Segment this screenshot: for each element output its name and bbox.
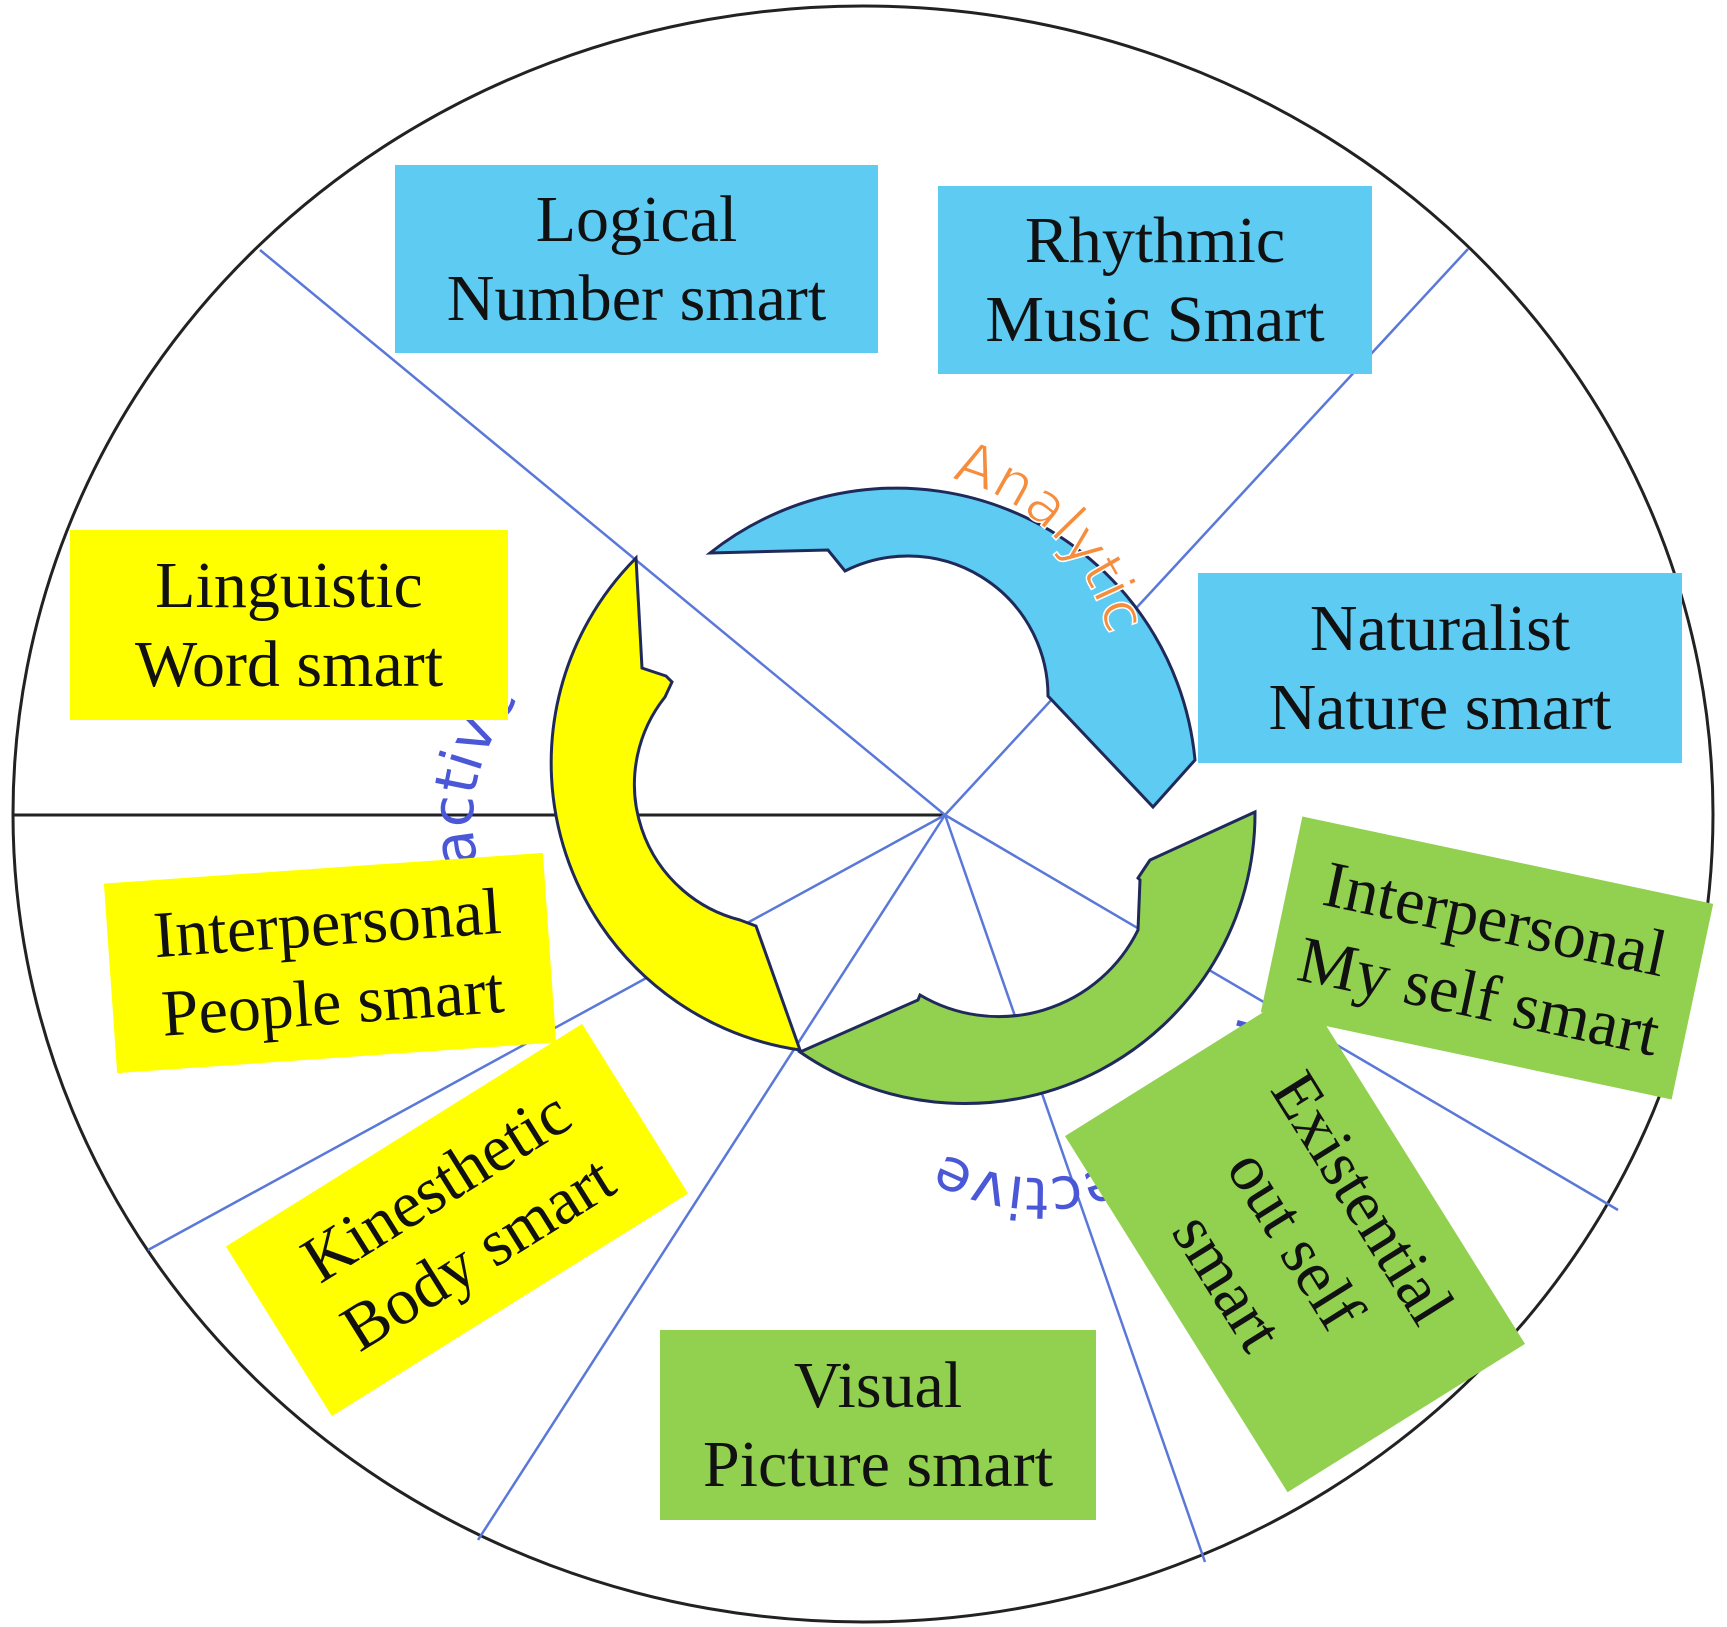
naturalist-line2: Nature smart: [1268, 671, 1612, 744]
linguistic-line2: Word smart: [134, 628, 444, 701]
visual-picture-smart-box: Visual Picture smart: [660, 1330, 1096, 1520]
spokes: [14, 248, 1619, 1563]
linguistic-box-text: Linguistic Word smart: [135, 546, 443, 704]
spoke-upper-left: [259, 249, 946, 816]
spoke-upper-right: [944, 248, 1469, 816]
interpersonal-people-box-text: Interpersonal People smart: [151, 872, 509, 1054]
rhythmic-line1: Rhythmic: [1024, 203, 1286, 277]
logical-box-text: Logical Number smart: [447, 180, 826, 338]
spoke-lower-right: [943, 814, 1207, 1563]
logical-number-smart-box: Logical Number smart: [395, 165, 878, 353]
logical-line2: Number smart: [446, 262, 827, 335]
analytic-arc: [705, 486, 1197, 810]
logical-line1: Logical: [535, 182, 738, 256]
rhythmic-box-text: Rhythmic Music Smart: [985, 201, 1324, 359]
linguistic-line1: Linguistic: [155, 548, 423, 622]
spoke-bottom: [476, 814, 947, 1541]
linguistic-word-smart-box: Linguistic Word smart: [70, 530, 508, 720]
rhythmic-music-smart-box: Rhythmic Music Smart: [938, 186, 1372, 374]
interpersonal-people-smart-box: Interpersonal People smart: [103, 852, 557, 1074]
interactive-arc: [549, 554, 803, 1052]
naturalist-line1: Naturalist: [1309, 591, 1571, 665]
rhythmic-line2: Music Smart: [985, 283, 1325, 356]
naturalist-nature-smart-box: Naturalist Nature smart: [1198, 573, 1682, 763]
visual-line2: Picture smart: [702, 1428, 1054, 1501]
visual-box-text: Visual Picture smart: [703, 1346, 1053, 1504]
naturalist-box-text: Naturalist Nature smart: [1269, 589, 1612, 747]
introspective-arc: [796, 809, 1257, 1105]
visual-line1: Visual: [793, 1348, 963, 1422]
